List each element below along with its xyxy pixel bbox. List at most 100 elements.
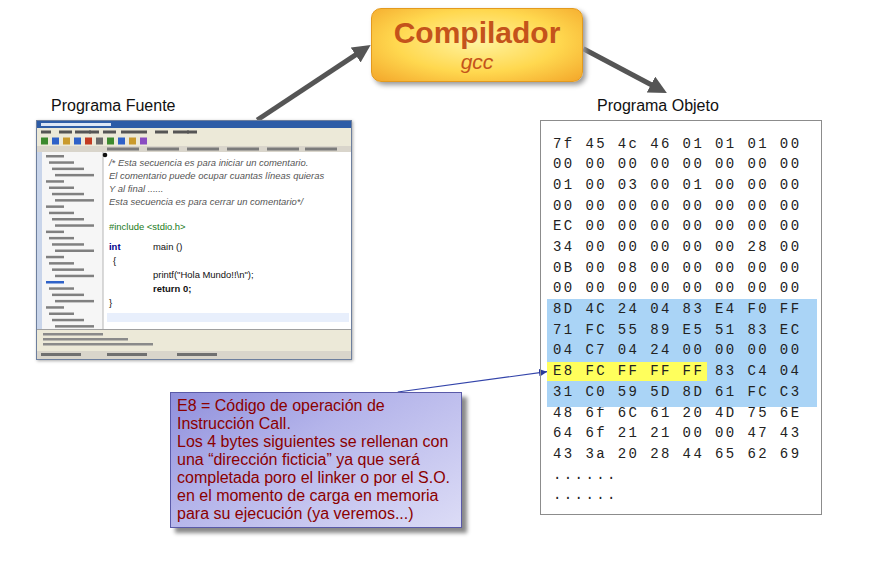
menu-item (59, 131, 72, 134)
menu-item (89, 131, 99, 134)
tree-item (46, 205, 64, 208)
project-panel (37, 152, 103, 329)
code-section-band: 8D 4C 24 04 83 E4 F0 FF 71 FC 55 89 E5 51… (547, 299, 817, 407)
code-line: #include <stdio.h> (109, 221, 186, 233)
menu-item (173, 131, 189, 134)
log-divider (37, 329, 351, 330)
callout-text: Los 4 bytes siguientes se rellenan con u… (177, 433, 455, 523)
code-comment: Y al final ...... (109, 183, 163, 195)
hex-row: 64 6f 21 21 00 00 47 43 (553, 425, 801, 442)
hex-row: 34 00 00 00 00 00 28 00 (553, 239, 801, 256)
log-line (43, 338, 128, 341)
tree-item (46, 155, 64, 158)
tree-item (46, 281, 64, 284)
toolbar-icon (107, 138, 114, 145)
toolbar-icon (96, 138, 103, 145)
tree-item (49, 237, 74, 240)
code-line: { (113, 255, 116, 267)
toolbar-icon (74, 138, 81, 145)
code-line: printf("Hola Mundo!!\n"); (153, 269, 254, 281)
panel-divider (103, 152, 104, 329)
tree-item (52, 243, 84, 246)
log-line (43, 343, 153, 346)
tree-item (46, 306, 64, 309)
editor-screenshot (37, 121, 351, 359)
menu-item (155, 131, 168, 134)
tree-item (46, 180, 64, 183)
toolbar (37, 136, 351, 146)
menu-bar (37, 128, 351, 136)
menu-item (137, 131, 147, 134)
tab-label (227, 148, 259, 151)
status-bar (37, 351, 351, 359)
breakpoint-dot (103, 153, 108, 158)
compiler-box: Compiladorgcc (371, 8, 584, 82)
menu-item (121, 131, 137, 134)
toolbar-icon (41, 138, 48, 145)
tree-item (55, 250, 94, 253)
hex-row: 00 00 00 00 00 00 00 00 (553, 156, 801, 173)
box-subtitle: gcc (461, 50, 494, 74)
hex-row: ...... (553, 487, 618, 504)
title-bar (37, 121, 351, 128)
tab-label (147, 148, 179, 151)
hex-row: 43 3a 20 28 44 65 62 69 (553, 446, 801, 463)
panel-tab-strip (37, 152, 42, 329)
window-ground (37, 121, 351, 359)
object-program-panel: Programa Objeto7f 45 4c 46 01 01 01 0000… (540, 120, 822, 515)
tab-label (187, 148, 219, 151)
tab-bar (37, 146, 351, 152)
panel-heading: Programa Fuente (51, 97, 176, 115)
hex-row: 31 C0 59 5D 8D 61 FC C3 (553, 384, 801, 401)
source-program-window: Programa Fuente/* Esta secuencia es para… (36, 120, 352, 360)
status-item (177, 353, 217, 356)
tree-item (55, 174, 94, 177)
hex-row: E8 FC FF FF FF (553, 363, 704, 380)
code-comment: /* Esta secuencia es para iniciar un com… (109, 157, 308, 169)
tree-item (49, 212, 74, 215)
tree-item (55, 300, 94, 303)
code-comment: El comentario puede ocupar cuantas línea… (109, 170, 324, 182)
toolbar-icon (118, 138, 125, 145)
tree-item (52, 268, 84, 271)
toolbar-icon (52, 138, 59, 145)
tree-item (46, 231, 64, 234)
toolbar-icon (63, 138, 70, 145)
flow-arrow (583, 49, 657, 88)
tab-label (305, 148, 337, 151)
tree-item (52, 168, 84, 171)
log-panel (37, 329, 351, 359)
tree-item (55, 224, 94, 227)
tree-item (52, 218, 84, 221)
tree-item (55, 325, 94, 328)
title-bar-text (41, 123, 111, 126)
callout-leader (398, 372, 547, 392)
tree-item (49, 287, 74, 290)
toolbar-icon (140, 138, 147, 145)
code-line: main () (153, 241, 182, 253)
panel-heading: Programa Objeto (597, 97, 719, 115)
log-line (43, 333, 103, 336)
hex-row: 71 FC 55 89 E5 51 83 EC (553, 322, 801, 339)
code-line: return 0; (153, 283, 191, 295)
tree-item (55, 275, 94, 278)
hex-row: 48 6f 6C 61 20 4D 75 6E (553, 405, 801, 422)
tree-item (52, 294, 84, 297)
tree-item (49, 161, 74, 164)
tree-item (49, 262, 74, 265)
code-line: int (109, 241, 121, 253)
hex-row: 7f 45 4c 46 01 01 01 00 (553, 136, 801, 153)
tree-item (55, 199, 94, 202)
toolbar-icon (129, 138, 136, 145)
callout-text: E8 = Código de operación de Instrucción … (177, 397, 455, 433)
code-line: } (109, 297, 112, 309)
hex-row: 00 00 00 00 00 00 00 00 (553, 280, 801, 297)
box-title: Compilador (394, 16, 561, 50)
tree-item (49, 187, 74, 190)
tree-item (52, 319, 84, 322)
hex-row: EC 00 00 00 00 00 00 00 (553, 218, 801, 235)
callout-note: E8 = Código de operación de Instrucción … (170, 392, 462, 528)
current-line (107, 313, 349, 322)
hex-row: 8D 4C 24 04 83 E4 F0 FF (553, 301, 801, 318)
